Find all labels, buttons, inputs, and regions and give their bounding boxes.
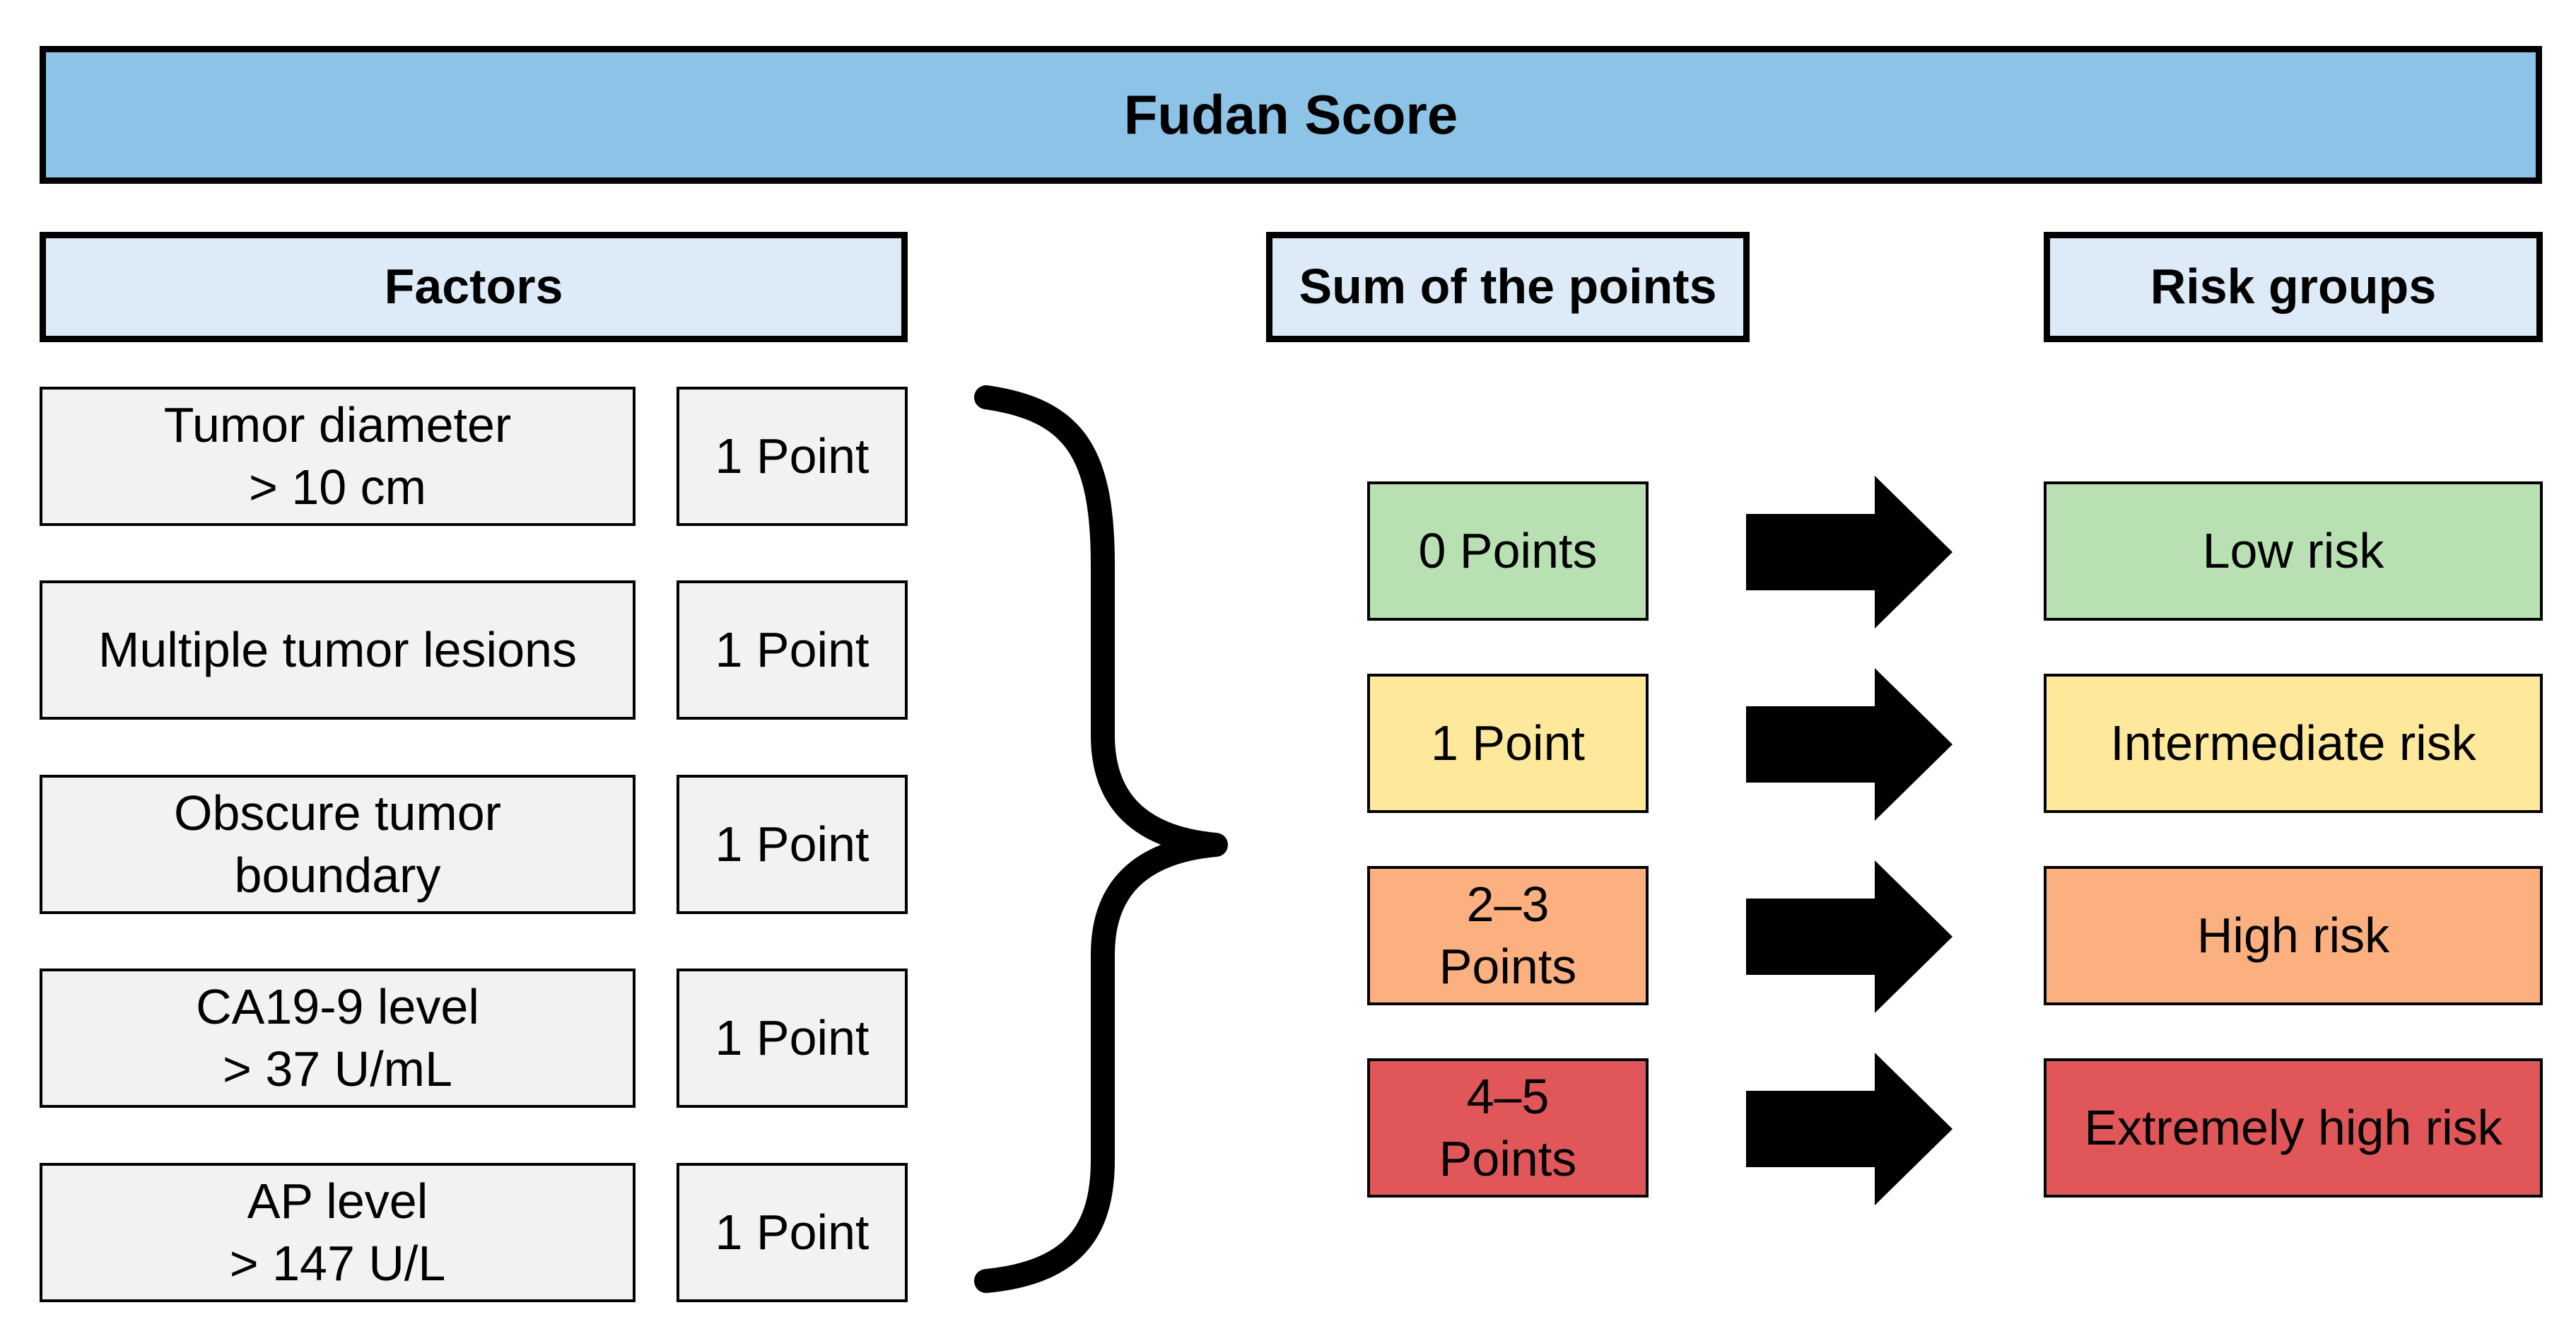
sum-label: 4–5 Points <box>1439 1069 1577 1186</box>
factors-header: Factors <box>40 232 908 342</box>
factor-points-label: 1 Point <box>715 428 870 484</box>
factor-tumor-diameter: Tumor diameter > 10 cm <box>40 387 636 526</box>
factor-points-label: 1 Point <box>715 1204 870 1260</box>
diagram-title: Fudan Score <box>40 46 2542 184</box>
right-arrow-icon <box>1746 476 1953 628</box>
sum-label: 2–3 Points <box>1439 877 1577 994</box>
risk-label: High risk <box>2196 907 2390 963</box>
factor-points: 1 Point <box>677 1163 908 1302</box>
factor-label: Multiple tumor lesions <box>98 621 577 677</box>
risk-label: Low risk <box>2202 522 2384 578</box>
right-arrow-icon <box>1746 860 1953 1013</box>
right-arrow-icon <box>1746 668 1953 821</box>
factor-points: 1 Point <box>677 580 908 720</box>
factor-points: 1 Point <box>677 775 908 914</box>
right-arrow-icon <box>1746 1053 1953 1205</box>
sum-header: Sum of the points <box>1266 232 1750 342</box>
factor-obscure-boundary: Obscure tumor boundary <box>40 775 636 914</box>
factor-multiple-lesions: Multiple tumor lesions <box>40 580 636 720</box>
risk-extremely-high: Extremely high risk <box>2044 1058 2543 1198</box>
sum-label: 1 Point <box>1431 715 1585 771</box>
factor-points-label: 1 Point <box>715 1010 870 1065</box>
sum-box-4-5: 4–5 Points <box>1367 1058 1649 1198</box>
risk-header: Risk groups <box>2044 232 2543 342</box>
factor-label: CA19-9 level > 37 U/mL <box>196 979 479 1096</box>
factor-label: Tumor diameter > 10 cm <box>163 397 512 515</box>
sum-label: 0 Points <box>1418 522 1598 578</box>
factor-label: Obscure tumor boundary <box>174 785 501 903</box>
factor-points: 1 Point <box>677 969 908 1108</box>
factor-points-label: 1 Point <box>715 621 870 677</box>
risk-label: Extremely high risk <box>2084 1099 2502 1155</box>
factor-ca19-9: CA19-9 level > 37 U/mL <box>40 969 636 1108</box>
sum-box-2-3: 2–3 Points <box>1367 866 1649 1005</box>
risk-high: High risk <box>2044 866 2543 1005</box>
sum-box-0: 0 Points <box>1367 481 1649 621</box>
right-curly-brace-icon <box>974 385 1228 1293</box>
factor-label: AP level > 147 U/L <box>229 1174 446 1291</box>
risk-intermediate: Intermediate risk <box>2044 674 2543 813</box>
sum-box-1: 1 Point <box>1367 674 1649 813</box>
factor-ap-level: AP level > 147 U/L <box>40 1163 636 1302</box>
risk-label: Intermediate risk <box>2110 715 2476 771</box>
risk-low: Low risk <box>2044 481 2543 621</box>
factor-points-label: 1 Point <box>715 816 870 872</box>
factor-points: 1 Point <box>677 387 908 526</box>
